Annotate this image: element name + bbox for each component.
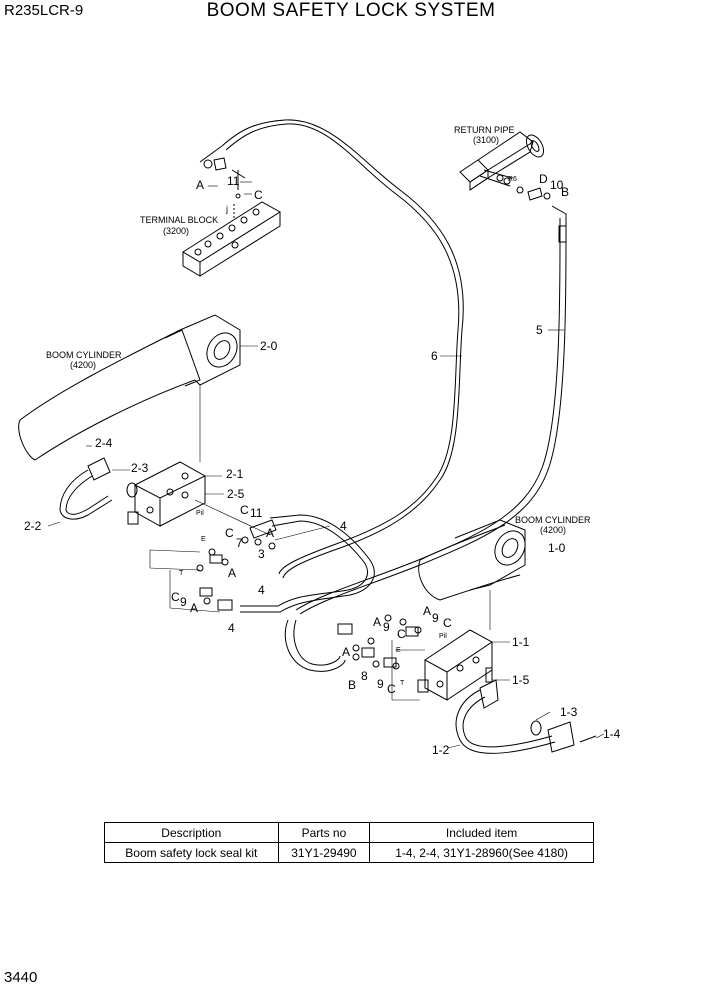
- callout-9-left: 9: [180, 595, 187, 609]
- callout-1-2: 1-2: [432, 743, 450, 757]
- callout-a-r1: A: [423, 604, 431, 618]
- boom-cylinder-left-ref: (4200): [70, 360, 96, 370]
- callout-b-top: B: [561, 185, 569, 199]
- boom-cylinder-right-name: BOOM CYLINDER: [515, 515, 591, 525]
- callout-4-c: 4: [228, 621, 235, 635]
- port-t-right: T: [400, 680, 405, 687]
- valve-block-right: [417, 629, 493, 701]
- boom-cylinder-left-name: BOOM CYLINDER: [46, 350, 122, 360]
- port-pil-left: Pil: [196, 510, 204, 517]
- column-header: Description: [104, 822, 279, 843]
- callout-9-r1: 9: [432, 611, 439, 625]
- port-t-left: T: [179, 570, 184, 577]
- callout-c-r2: C: [397, 627, 406, 641]
- model-code: R235LCR-9: [4, 2, 84, 19]
- callout-a-mid1: A: [266, 526, 274, 540]
- hose-5: [299, 205, 567, 615]
- callout-9-r2: 9: [383, 620, 390, 634]
- boom-cylinder-right-ref: (4200): [540, 525, 566, 535]
- port-pil-right: Pil: [439, 633, 447, 640]
- terminal-block: [182, 201, 281, 277]
- callout-1-3: 1-3: [560, 705, 578, 719]
- callout-11-top: 11: [227, 174, 240, 188]
- callout-r6: R6: [508, 176, 517, 183]
- callout-1-5: 1-5: [512, 673, 530, 687]
- callout-2-3: 2-3: [131, 461, 149, 475]
- top-fittings: [199, 145, 246, 218]
- page-number: 3440: [4, 969, 38, 986]
- column-header: Parts no: [277, 822, 371, 843]
- callout-2-1: 2-1: [226, 467, 244, 481]
- callout-2-0: 2-0: [260, 339, 278, 353]
- callout-10: 10: [550, 178, 564, 192]
- page-title: BOOM SAFETY LOCK SYSTEM: [206, 0, 496, 21]
- callout-4-b: 4: [258, 583, 265, 597]
- callout-a-r3: A: [342, 645, 350, 659]
- seal-kit-table: Description Parts no Included item Boom …: [104, 822, 594, 863]
- boom-cylinder-left: [18, 314, 241, 461]
- callout-2-2: 2-2: [24, 519, 42, 533]
- callout-d: D: [539, 172, 548, 186]
- callout-11-mid: 11: [250, 506, 263, 520]
- terminal-block-name: TERMINAL BLOCK: [140, 215, 218, 225]
- callout-a-top: A: [196, 178, 204, 192]
- callout-8: 8: [361, 669, 368, 683]
- table-header-row: Description Parts no Included item: [104, 822, 594, 843]
- callout-b-right: B: [348, 678, 356, 692]
- callout-4-a: 4: [340, 519, 347, 533]
- port-e-right: E: [396, 647, 401, 654]
- table-row: Boom safety lock seal kit 31Y1-29490 1-4…: [104, 842, 594, 863]
- callout-1-0: 1-0: [548, 541, 566, 555]
- boom-cylinder-right: [418, 519, 526, 601]
- callout-6: 6: [431, 349, 438, 363]
- kit-description: Boom safety lock seal kit: [104, 842, 279, 863]
- column-header: Included item: [369, 822, 594, 843]
- callout-3: 3: [258, 547, 265, 561]
- callout-c-r1: C: [443, 616, 452, 630]
- callout-9-r3: 9: [377, 677, 384, 691]
- kit-included-items: 1-4, 2-4, 31Y1-28960(See 4180): [369, 842, 594, 863]
- return-pipe-ref: (3100): [473, 135, 499, 145]
- callout-a-left: A: [190, 601, 198, 615]
- callout-c-top: C: [254, 188, 263, 202]
- callout-2-4: 2-4: [95, 436, 113, 450]
- callout-c-mid2: C: [225, 526, 234, 540]
- callout-c-mid1: C: [240, 503, 249, 517]
- return-pipe: [459, 131, 545, 191]
- callout-c-r3: C: [387, 682, 396, 696]
- callout-c-left: C: [171, 590, 180, 604]
- terminal-block-ref: (3200): [163, 226, 189, 236]
- port-e-left: E: [201, 536, 206, 543]
- callout-j: j: [225, 204, 228, 214]
- callout-5: 5: [536, 323, 543, 337]
- kit-part-number: 31Y1-29490: [277, 842, 371, 863]
- callout-1-1: 1-1: [512, 635, 530, 649]
- middle-fittings: [196, 514, 375, 672]
- callout-a-mid2: A: [228, 566, 236, 580]
- callout-2-5: 2-5: [227, 487, 245, 501]
- callout-1-4: 1-4: [603, 727, 621, 741]
- callout-7: 7: [236, 536, 243, 550]
- return-pipe-name: RETURN PIPE: [454, 125, 515, 135]
- hose-6: [221, 119, 464, 579]
- callout-a-r2: A: [373, 615, 381, 629]
